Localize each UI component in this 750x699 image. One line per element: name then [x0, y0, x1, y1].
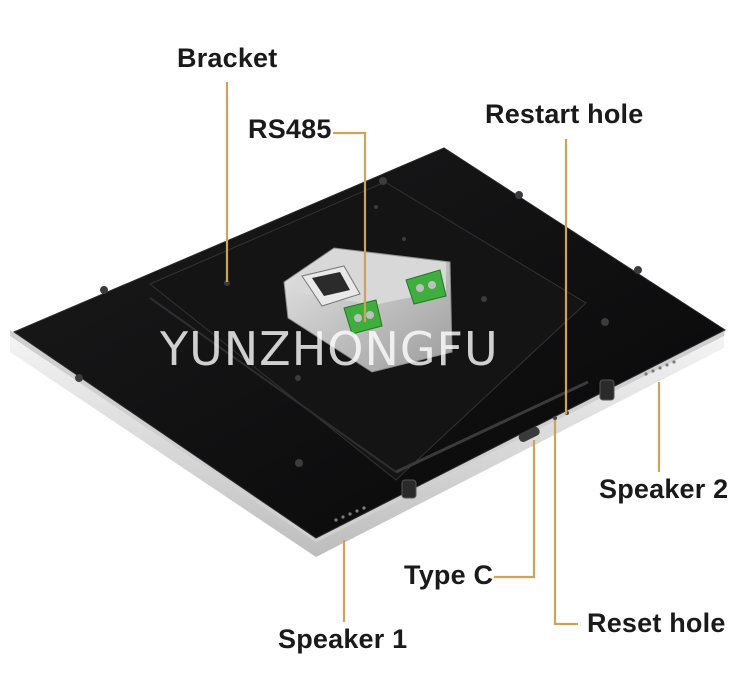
rs485-label: RS485	[248, 114, 332, 144]
bracket-clip-right	[599, 379, 615, 401]
screw-holes	[75, 177, 642, 467]
bracket-clip-left	[401, 479, 417, 499]
power-terminal	[405, 269, 447, 305]
reset-hole-label: Reset hole	[587, 608, 726, 638]
restart-hole-label: Restart hole	[485, 99, 644, 129]
speaker-2-grille	[644, 360, 676, 376]
rs485-terminal	[343, 299, 383, 335]
type-c-label: Type C	[404, 560, 494, 590]
tablet-frame	[10, 330, 725, 557]
speaker-1-label: Speaker 1	[278, 624, 408, 654]
speaker-1-grille	[334, 506, 366, 522]
leader-lines	[225, 82, 661, 626]
bracket-label: Bracket	[177, 43, 278, 73]
watermark: YUNZHONGFU	[160, 322, 499, 376]
speaker-2-label: Speaker 2	[599, 474, 729, 504]
reset-hole	[553, 416, 557, 420]
type-c-port	[518, 426, 540, 442]
ethernet-port	[301, 265, 361, 307]
